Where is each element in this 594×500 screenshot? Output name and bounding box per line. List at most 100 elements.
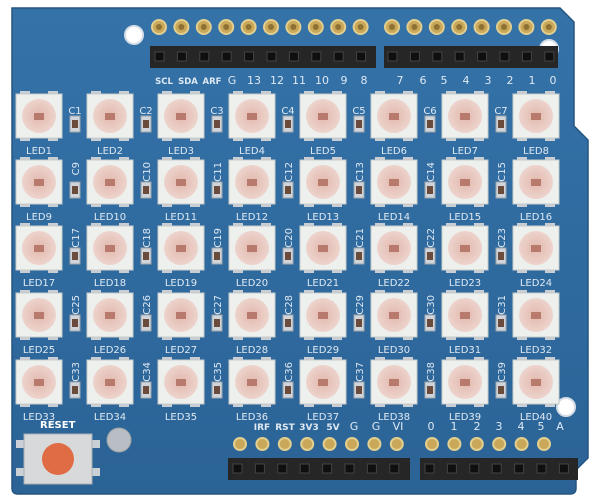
- mounting-hole: [124, 25, 144, 45]
- led-label: LED5: [310, 146, 336, 157]
- header-pin: [389, 463, 400, 474]
- led-label: LED35: [165, 412, 197, 423]
- led-18: [86, 223, 134, 273]
- capacitor: [282, 181, 294, 199]
- pin-pad: [322, 437, 337, 451]
- pin-pad: [451, 19, 468, 35]
- led-38: [370, 357, 418, 407]
- pin-pad: [537, 437, 551, 451]
- pin-label: 5: [538, 420, 545, 433]
- pin-pad: [345, 437, 359, 451]
- capacitor: [424, 247, 436, 265]
- header-pin: [266, 51, 277, 62]
- led-label: LED8: [523, 146, 549, 157]
- pin-label: RST: [275, 423, 295, 433]
- led-31: [441, 290, 489, 340]
- led-label: LED33: [23, 412, 55, 423]
- header-pin: [544, 51, 555, 62]
- led-label: LED15: [449, 212, 481, 223]
- led-35: [157, 357, 205, 407]
- capacitor-label: C6: [423, 106, 436, 117]
- led-10: [86, 157, 134, 207]
- pin-label: 1: [451, 420, 458, 433]
- pin-label: 4: [518, 420, 525, 433]
- capacitor: [353, 115, 365, 133]
- header-pin: [454, 51, 465, 62]
- led-label: LED37: [307, 412, 339, 423]
- capacitor: [424, 381, 436, 399]
- header-pin: [244, 51, 255, 62]
- led-label: LED12: [236, 212, 268, 223]
- led-33: [15, 357, 63, 407]
- led-23: [441, 223, 489, 273]
- capacitor-label: C11: [213, 162, 224, 182]
- led-22: [370, 223, 418, 273]
- header-pin: [154, 51, 165, 62]
- capacitor: [353, 381, 365, 399]
- header-pin: [491, 463, 502, 474]
- pin-label: G: [350, 420, 359, 433]
- capacitor: [495, 314, 507, 332]
- led-15: [441, 157, 489, 207]
- capacitor: [211, 247, 223, 265]
- capacitor: [211, 381, 223, 399]
- capacitor: [424, 181, 436, 199]
- capacitor: [69, 381, 81, 399]
- led-label: LED40: [520, 412, 552, 423]
- led-26: [86, 290, 134, 340]
- capacitor-label: C30: [426, 295, 437, 315]
- capacitor-label: C5: [352, 106, 365, 117]
- led-label: LED25: [23, 345, 55, 356]
- capacitor: [353, 181, 365, 199]
- capacitor-label: C26: [142, 295, 153, 315]
- header-pin: [432, 51, 443, 62]
- pin-label: ARF: [203, 77, 222, 87]
- capacitor: [69, 181, 81, 199]
- pin-label: A: [556, 420, 564, 433]
- capacitor-label: C21: [355, 228, 366, 248]
- led-label: LED27: [165, 345, 197, 356]
- led-label: LED17: [23, 278, 55, 289]
- header-pin: [521, 51, 532, 62]
- pin-label: 0: [428, 420, 435, 433]
- header-pins: [154, 51, 569, 474]
- capacitor-label: C2: [139, 106, 152, 117]
- pin-pad: [473, 19, 490, 35]
- capacitor-label: C31: [497, 295, 508, 315]
- capacitor-label: C34: [142, 362, 153, 382]
- header-pin: [254, 463, 265, 474]
- header-pin: [322, 463, 333, 474]
- pin-label: 6: [420, 74, 427, 87]
- header-pin: [333, 51, 344, 62]
- capacitor-label: C35: [213, 362, 224, 382]
- capacitor-label: C14: [426, 162, 437, 182]
- led-label: LED23: [449, 278, 481, 289]
- pin-pad: [367, 437, 382, 451]
- led-label: LED4: [239, 146, 265, 157]
- pin-pad: [255, 437, 270, 451]
- header-pin: [199, 51, 210, 62]
- capacitor-label: C25: [71, 295, 82, 315]
- pin-pad: [406, 19, 423, 35]
- capacitor: [140, 181, 152, 199]
- capacitor-label: C37: [355, 362, 366, 382]
- capacitor: [211, 115, 223, 133]
- led-label: LED3: [168, 146, 194, 157]
- pin-label: IRF: [254, 423, 270, 433]
- led-36: [228, 357, 276, 407]
- pin-label: 13: [247, 74, 261, 87]
- pin-label: SCL: [155, 77, 173, 87]
- capacitor-label: C23: [497, 228, 508, 248]
- pin-label: 3: [496, 420, 503, 433]
- capacitor: [282, 247, 294, 265]
- capacitor-label: C9: [71, 162, 82, 175]
- pin-pad: [307, 19, 324, 35]
- led-label: LED6: [381, 146, 407, 157]
- reset-button[interactable]: [16, 433, 100, 485]
- header-pin: [536, 463, 547, 474]
- pin-label: 9: [341, 74, 348, 87]
- header-pin: [558, 463, 569, 474]
- led-label: LED14: [378, 212, 410, 223]
- capacitor: [140, 381, 152, 399]
